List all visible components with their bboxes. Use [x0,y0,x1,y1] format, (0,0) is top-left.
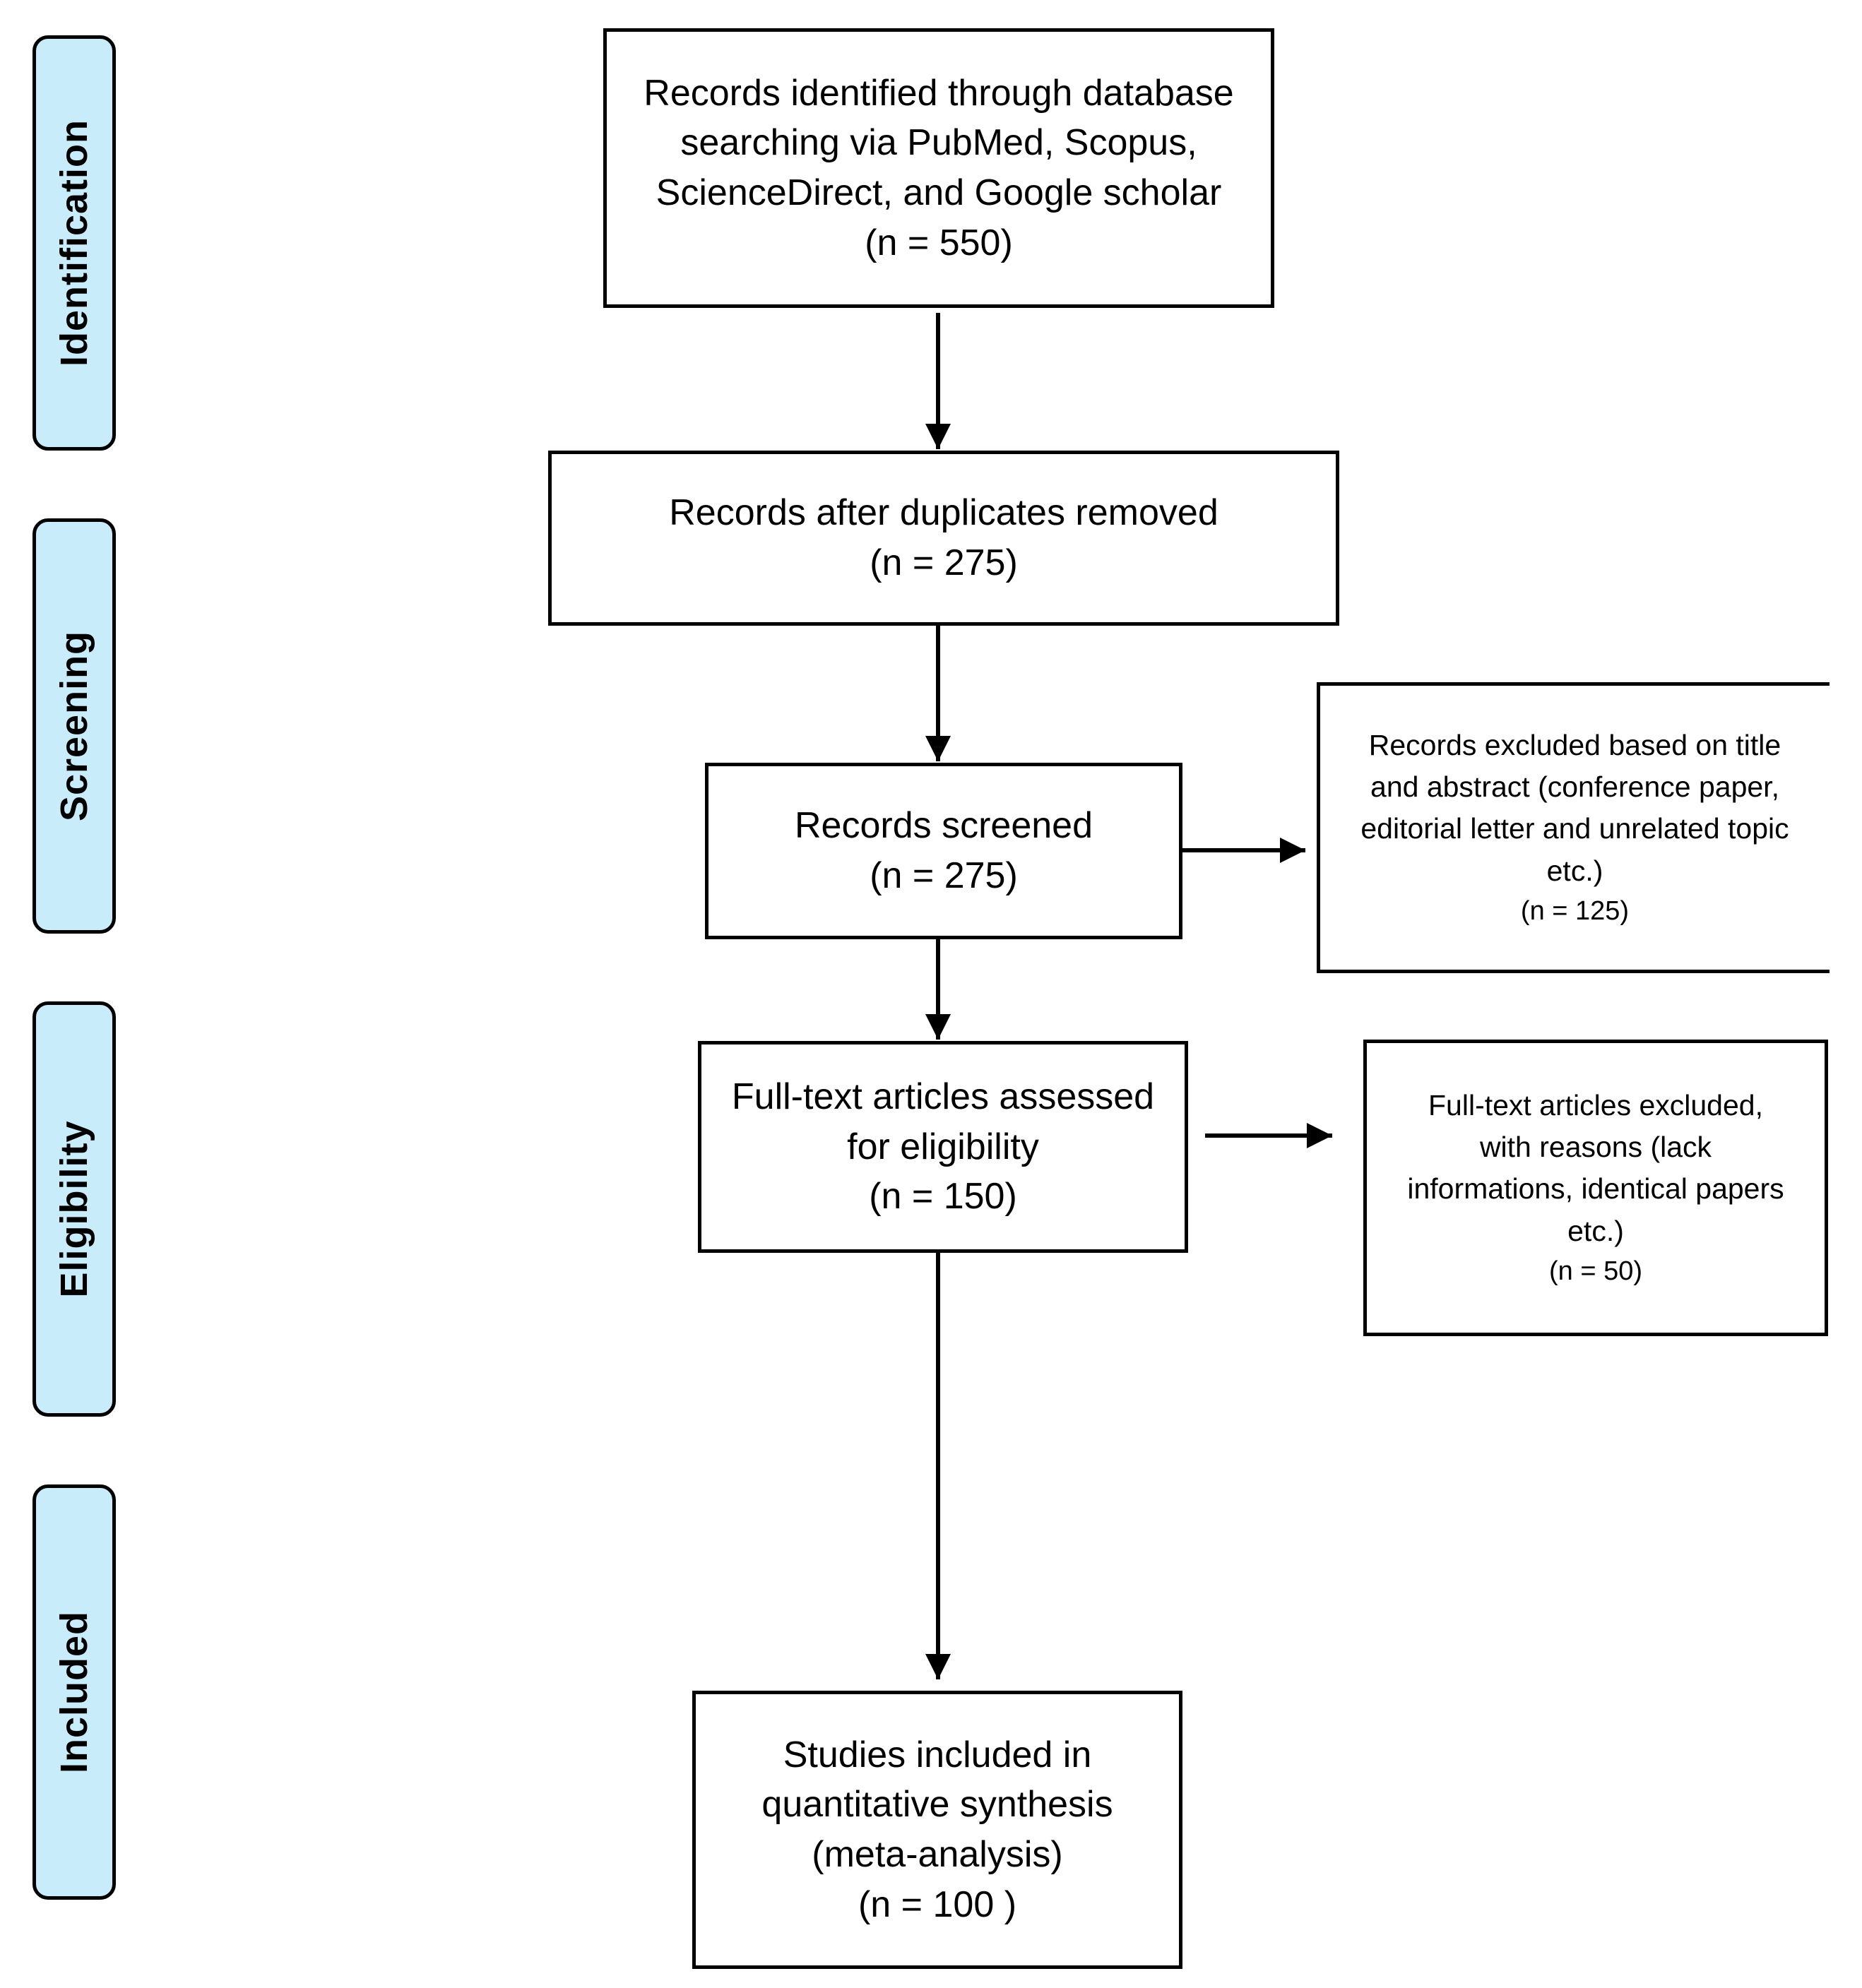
box-text-line: Records identified through database [644,72,1234,114]
box-text-line: informations, identical papers [1407,1172,1784,1206]
box-duplicates-removed: Records after duplicates removed (n = 27… [548,451,1339,626]
box-count: (n = 125) [1520,896,1630,927]
box-text-line: Studies included in [783,1734,1092,1775]
phase-eligibility: Eligibility [32,1001,116,1417]
phase-included: Included [32,1484,116,1900]
box-text-line: with reasons (lack [1479,1131,1712,1164]
box-text-line: (meta-analysis) [812,1834,1063,1875]
box-text-line: Full-text articles assessed [731,1076,1155,1117]
box-text-line: quantitative synthesis [761,1784,1113,1826]
box-fulltext-excluded: Full-text articles excluded, with reason… [1363,1040,1828,1336]
box-text-line: Records screened [795,805,1093,847]
phase-screening: Screening [32,518,116,934]
box-text-line: ScienceDirect, and Google scholar [656,172,1222,213]
phase-identification: Identification [32,35,116,451]
box-text-line: editorial letter and unrelated topic [1360,812,1789,845]
box-text-line: etc.) [1567,1214,1624,1247]
box-count: (n = 100 ) [858,1883,1017,1925]
box-count: (n = 550) [865,222,1013,263]
box-count: (n = 275) [870,542,1018,583]
box-fulltext-assessed: Full-text articles assessed for eligibil… [698,1041,1188,1253]
box-text-line: searching via PubMed, Scopus, [680,122,1197,164]
box-text-line: and abstract (conference paper, [1370,770,1779,804]
box-text-line: for eligibility [847,1126,1039,1167]
box-text-line: Full-text articles excluded, [1428,1088,1763,1121]
box-text-line: etc.) [1546,854,1603,887]
box-text-line: Records after duplicates removed [669,492,1218,534]
box-text-line: Records excluded based on title [1368,728,1781,761]
box-records-screened: Records screened (n = 275) [705,763,1182,939]
box-studies-included: Studies included in quantitative synthes… [692,1691,1182,1969]
box-count: (n = 275) [870,855,1018,896]
box-count: (n = 50) [1548,1256,1643,1287]
box-count: (n = 150) [869,1176,1017,1218]
box-excluded-title-abstract: Records excluded based on title and abst… [1317,682,1830,973]
box-records-identified: Records identified through database sear… [603,28,1274,308]
